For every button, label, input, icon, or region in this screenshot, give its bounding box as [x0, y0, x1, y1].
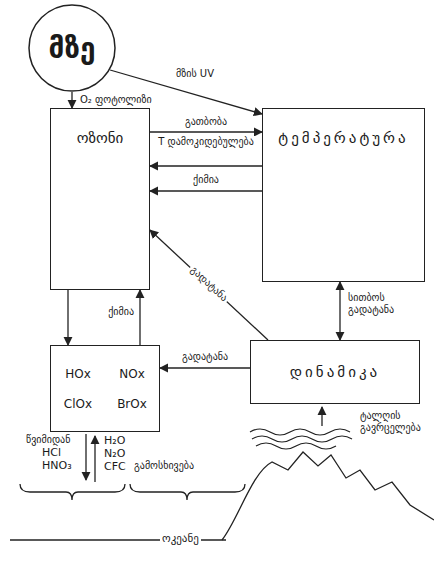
connector-arrow: [71, 92, 72, 108]
edge-label-text: T დამოკიდებულება: [156, 136, 256, 148]
wave: [250, 429, 350, 435]
wave: [252, 436, 352, 442]
wave-arrow: [321, 407, 322, 426]
edge-label: ქიმია: [166, 174, 246, 186]
free-label: HNO₃: [40, 459, 74, 472]
free-label: ტალღის გავრცელება: [358, 410, 432, 434]
free-label: HCl: [40, 446, 63, 459]
edge-label-text: გადატანა: [187, 263, 232, 306]
brace: [130, 484, 245, 500]
free-label: ოკეანე: [160, 532, 201, 545]
emission-arrow: [94, 436, 95, 482]
note-label: H₂O: [102, 434, 127, 447]
edge-label: გათბობა: [156, 116, 256, 128]
edge-label-text: O₂ ფოტოლიზი: [78, 94, 154, 106]
note-label: გამოსხივება: [132, 460, 196, 472]
edge-label: T დამოკიდებულება: [153, 136, 259, 148]
connector-arrow: [150, 165, 262, 166]
node-label: ოზონი: [77, 129, 124, 147]
node-label: NOx: [119, 367, 145, 381]
edge-label-text: ქიმია: [191, 174, 221, 186]
edge-label: გადატანა: [176, 252, 243, 315]
rain-arrow: [85, 434, 86, 480]
connector-arrow: [150, 131, 262, 132]
connector-arrow: [339, 282, 340, 340]
sun-circle: მზე: [28, 4, 116, 92]
mountains: [222, 452, 434, 540]
node-label: მზე: [49, 32, 96, 65]
note-label: წვიმიდან: [24, 434, 72, 446]
temperature-box: ტემპერატურა: [262, 108, 425, 282]
chemistry-box: HOx NOxClOx BrOx: [50, 345, 160, 432]
free-label: N₂O: [102, 447, 127, 460]
connector-arrow: [160, 367, 250, 368]
edge-label: გადატანა: [163, 351, 247, 363]
note-label: HCl: [40, 446, 63, 459]
node-label: ტემპერატურა: [278, 129, 408, 147]
edge-label-text: ქიმია: [106, 306, 136, 318]
edge-label-text: გათბობა: [183, 116, 229, 128]
note-label: CFC: [102, 460, 128, 473]
edge-label-text: მზის UV: [174, 68, 216, 80]
wave: [256, 443, 336, 449]
connector-arrow: [150, 230, 268, 340]
note-label: ტალღის გავრცელება: [358, 410, 432, 434]
edge-label: O₂ ფოტოლიზი: [78, 94, 168, 106]
edge-label: სითბოს გადატანა: [346, 292, 418, 316]
edge-label-text: სითბოს გადატანა: [346, 292, 418, 316]
note-label: HNO₃: [40, 459, 74, 472]
note-label: ოკეანე: [160, 532, 201, 545]
edge-label: ქიმია: [82, 306, 136, 318]
note-label: N₂O: [102, 447, 127, 460]
free-label: CFC: [102, 460, 128, 473]
edge-label-text: გადატანა: [180, 351, 230, 363]
connector-arrow: [67, 290, 68, 345]
brace: [20, 484, 125, 500]
ozone-box: ოზონი: [50, 108, 150, 290]
free-label: წვიმიდან: [24, 434, 72, 446]
node-label: დინამიკა: [290, 363, 380, 381]
node-label: BrOx: [117, 397, 147, 411]
free-label: H₂O: [102, 434, 127, 447]
edge-label: მზის UV: [174, 68, 234, 80]
node-label: ClOx: [64, 397, 92, 411]
dynamics-box: დინამიკა: [250, 340, 420, 404]
free-label: გამოსხივება: [132, 460, 196, 472]
connector-arrow: [150, 190, 262, 191]
node-label: HOx: [65, 367, 91, 381]
connector-arrow: [139, 290, 140, 345]
